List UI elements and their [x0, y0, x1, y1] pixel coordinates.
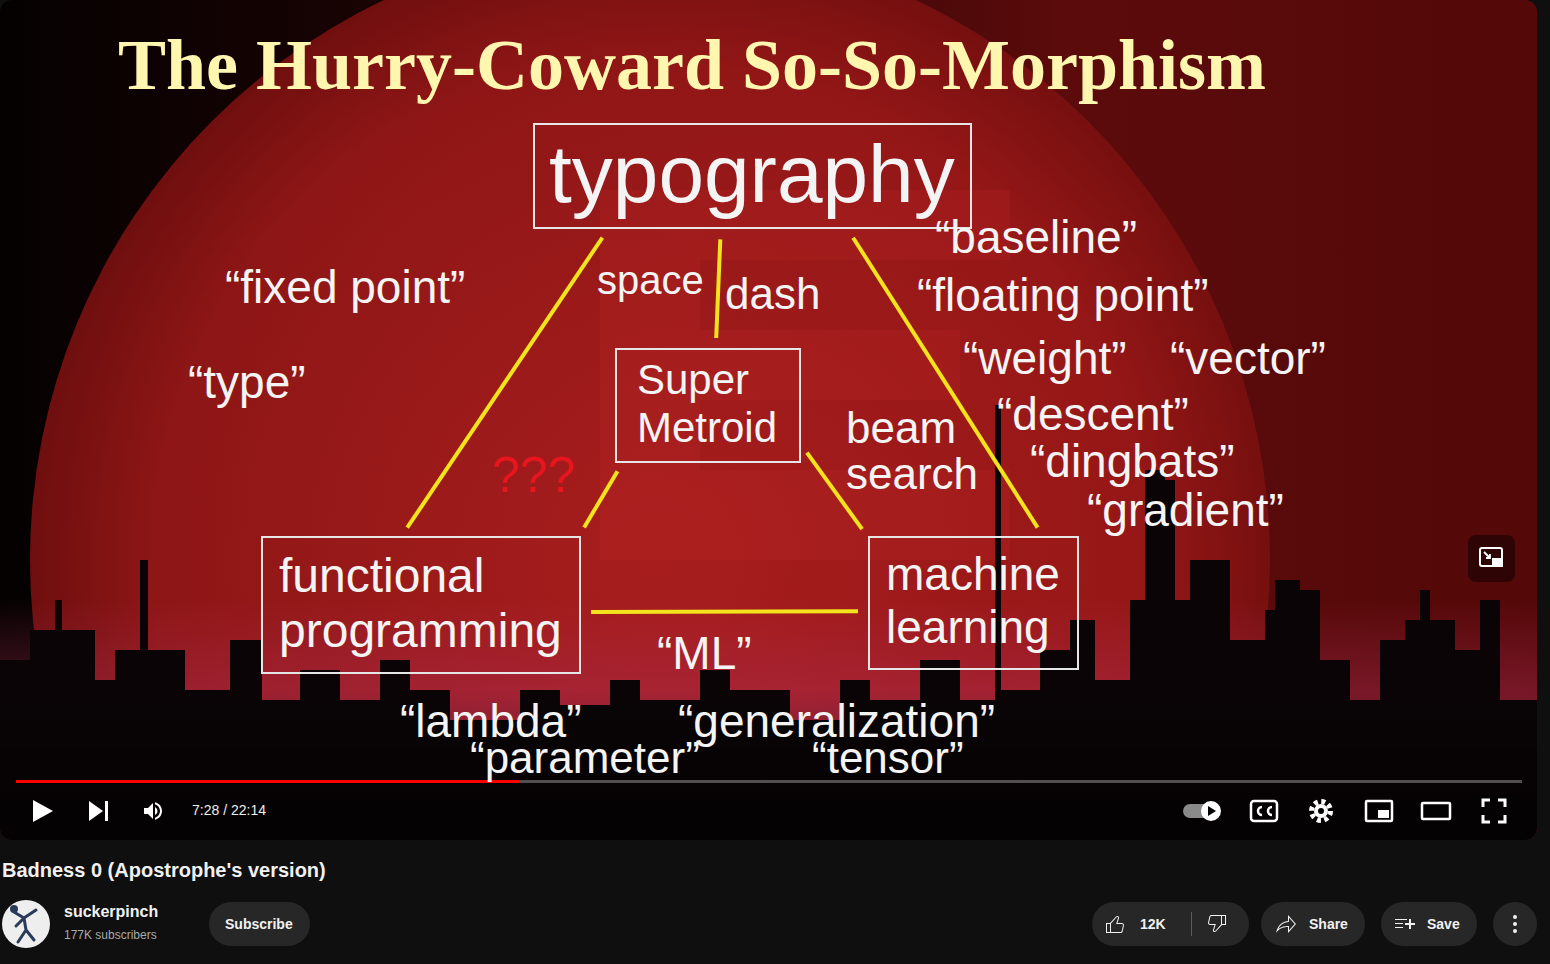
overlay-icon-inner: [1492, 558, 1503, 567]
edge-label: “ML”: [657, 628, 752, 679]
term-label: space: [597, 258, 704, 302]
topic-box: Super Metroid: [615, 348, 801, 463]
miniplayer-icon: [1366, 801, 1392, 821]
video-frame: [0, 0, 1537, 840]
term-label: “gradient”: [1087, 485, 1284, 536]
channel-name: suckerpinch: [64, 903, 158, 921]
overlay-icon: [1480, 548, 1502, 566]
topic-box: machine learning: [868, 536, 1079, 670]
term-label: “descent”: [997, 389, 1189, 440]
topic-box: typography: [533, 123, 972, 229]
captions-icon: [1251, 801, 1277, 821]
progress-track: [16, 780, 1522, 783]
term-label: “dingbats”: [1030, 436, 1235, 487]
connector-line: [591, 609, 858, 614]
more-button: [1493, 902, 1537, 946]
term-label: “baseline”: [935, 212, 1137, 263]
settings-teeth: [1312, 802, 1331, 821]
more-dot: [1513, 929, 1517, 933]
button-label: Subscribe: [225, 902, 293, 946]
overlay-icon-arrow: [1484, 552, 1490, 558]
more-dot: [1513, 915, 1517, 919]
overlay-button: [1468, 535, 1515, 582]
subscribe-button: Subscribe: [209, 902, 310, 946]
video-title: Badness 0 (Apostrophe's version): [2, 859, 326, 881]
progress-played: [16, 780, 520, 783]
fullscreen-icon: [1483, 800, 1505, 822]
term-label: “floating point”: [917, 270, 1209, 321]
volume-icon: [144, 802, 162, 820]
topic-label: machine learning: [886, 548, 1060, 654]
term-label: “parameter”: [470, 734, 700, 782]
term-label: “vector”: [1170, 333, 1326, 384]
connector-line: [716, 239, 720, 338]
settings-hole: [1318, 808, 1324, 814]
controls-shade: [0, 690, 1537, 840]
subscriber-count: 177K subscribers: [64, 929, 157, 942]
term-label: “weight”: [963, 333, 1127, 384]
more-dot: [1513, 922, 1517, 926]
connector-line: [584, 471, 617, 527]
topic-box: functional programming: [261, 536, 581, 674]
button-label: 12K: [1140, 902, 1166, 946]
autoplay-play: [1208, 806, 1216, 816]
edge-label: beam search: [846, 405, 978, 497]
dislike-icon: [1208, 915, 1226, 932]
save-button: Save: [1381, 902, 1477, 946]
time-display: 7:28 / 22:14: [192, 803, 266, 818]
play-icon: [33, 800, 53, 822]
autoplay-knob: [1201, 801, 1221, 821]
next-icon-bar: [105, 801, 108, 821]
button-label: Save: [1427, 902, 1460, 946]
topic-label: typography: [549, 127, 955, 221]
term-label: “type”: [188, 357, 306, 408]
share-icon: [1276, 915, 1296, 933]
term-label: dash: [725, 270, 820, 318]
share-button: Share: [1261, 902, 1365, 946]
avatar-head: [10, 905, 18, 913]
miniplayer-inner: [1378, 810, 1389, 818]
captions-marks: [1258, 807, 1272, 815]
next-icon: [89, 801, 103, 821]
term-label: “tensor”: [812, 734, 964, 782]
edge-label: ???: [492, 448, 575, 503]
topic-label: functional programming: [279, 548, 562, 658]
term-label: “fixed point”: [225, 262, 465, 313]
like-icon: [1106, 916, 1124, 933]
avatar-figure: [14, 910, 36, 942]
save-icon: [1395, 919, 1415, 929]
theater-icon: [1422, 803, 1450, 819]
topic-label: Super Metroid: [637, 356, 777, 453]
city-skyline: [0, 405, 1537, 840]
like-divider: [1191, 912, 1192, 936]
settings-gear: [1314, 804, 1328, 818]
slide-title: The Hurry-Coward So-So-Morphism: [118, 26, 1266, 105]
channel-avatar: [2, 900, 50, 948]
like-button: 12K: [1092, 902, 1249, 946]
button-label: Share: [1309, 902, 1348, 946]
